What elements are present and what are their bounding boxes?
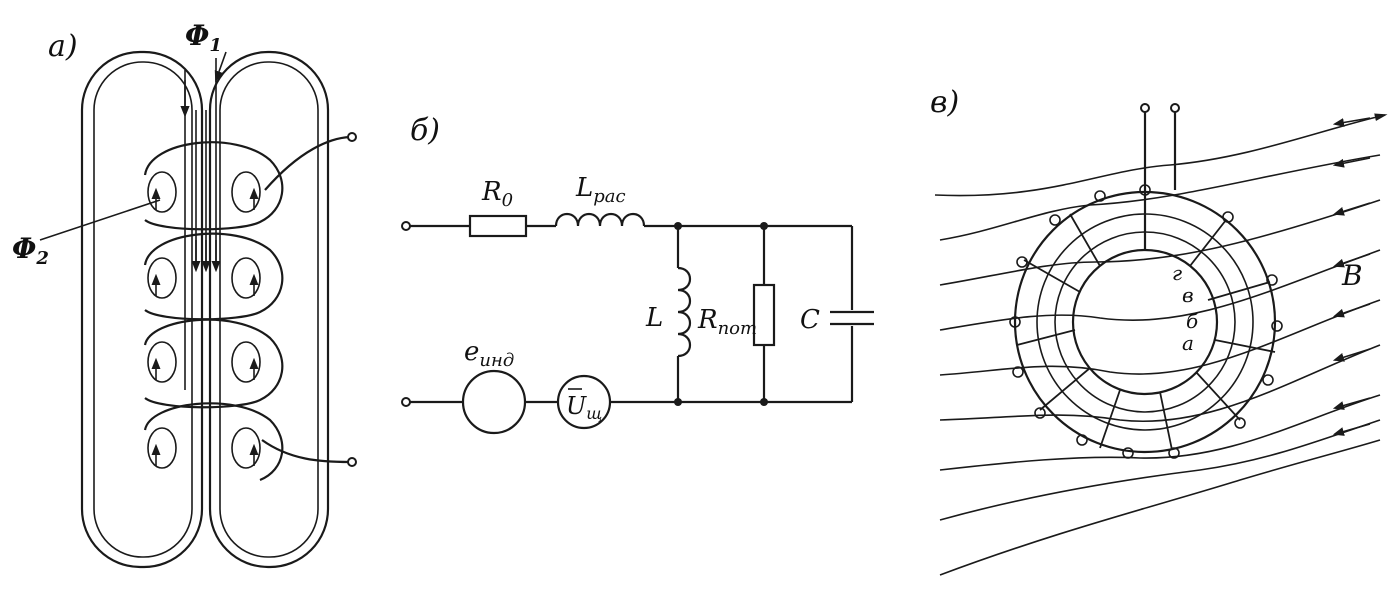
flux-arrow-main [214,51,227,83]
point-label-a: а [1182,331,1194,355]
input-terminal-bottom [401,397,411,407]
label-c: C [800,305,820,335]
field-line [939,249,1381,331]
point-label-v: в [1182,283,1194,307]
point-label-g: г [1172,261,1182,285]
leak-loop-r1 [231,171,261,213]
winding-turn-4 [143,402,284,482]
field-line [939,154,1381,241]
core-left-outer [80,50,204,569]
leak-loop-r3 [231,341,261,383]
winding-turn-1 [143,141,284,231]
field-line [939,439,1381,576]
panel-b: б) R0 Lрас eинд Uщ L [401,113,874,435]
panel-a-label: a) [48,29,78,64]
label-l: L [645,303,663,333]
panel-a: a) Φ1 Φ2 [12,19,357,569]
field-arrow [1332,348,1371,362]
winding-lead-top [264,135,351,191]
field-arrow [1332,423,1371,436]
label-rpot: Rпот [697,305,757,339]
junction [674,222,682,230]
point-label-b: б [1186,309,1199,333]
label-ush: Uщ [566,392,602,423]
leak-loop-l2 [147,257,177,299]
field-label-b: B [1341,259,1363,292]
panel-c-label: в) [930,85,959,120]
leak-loop-l3 [147,341,177,383]
terminal-bottom [347,457,357,467]
field-line [939,344,1381,422]
field-line [939,199,1381,286]
core-right-inner [219,61,319,558]
toroid-terminal-2 [1170,103,1180,113]
winding-turn-3 [143,318,284,409]
flux-main-label: Φ1 [185,19,222,56]
field-line [939,394,1381,471]
junction [674,398,682,406]
label-lrac: Lрас [575,173,626,207]
field-line [939,419,1381,521]
terminal-top [347,132,357,142]
field-arrow [1332,117,1371,127]
field-arrow [1332,157,1371,168]
flux-leak-label: Φ2 [12,232,49,269]
input-terminal-top [401,221,411,231]
panel-c: в) [930,85,1388,576]
field-line [939,299,1381,376]
toroid-terminal-1 [1140,103,1150,113]
field-arrow [1332,202,1371,216]
field-arrow [1332,253,1371,268]
core-left-inner [93,61,193,558]
winding-lead-bottom [261,439,351,464]
inductor-l [677,266,692,358]
field-line [934,113,1388,197]
leak-loop-l4 [147,427,177,469]
label-r0: R0 [481,177,513,211]
inductor-lrac [554,212,646,227]
leak-loop-l1 [147,171,177,213]
field-arrow [1332,397,1371,410]
core-right-outer [208,50,330,569]
leak-loop-r2 [231,257,261,299]
junction [760,222,768,230]
resistor-r0 [468,214,528,238]
winding-turn-2 [143,232,284,321]
panel-b-label: б) [410,113,440,148]
flux-leak-leader [39,199,161,241]
label-eind: eинд [464,337,514,371]
junction [760,398,768,406]
source-eind [461,369,527,435]
field-arrow [1332,303,1371,318]
leak-loop-r4 [231,427,261,469]
